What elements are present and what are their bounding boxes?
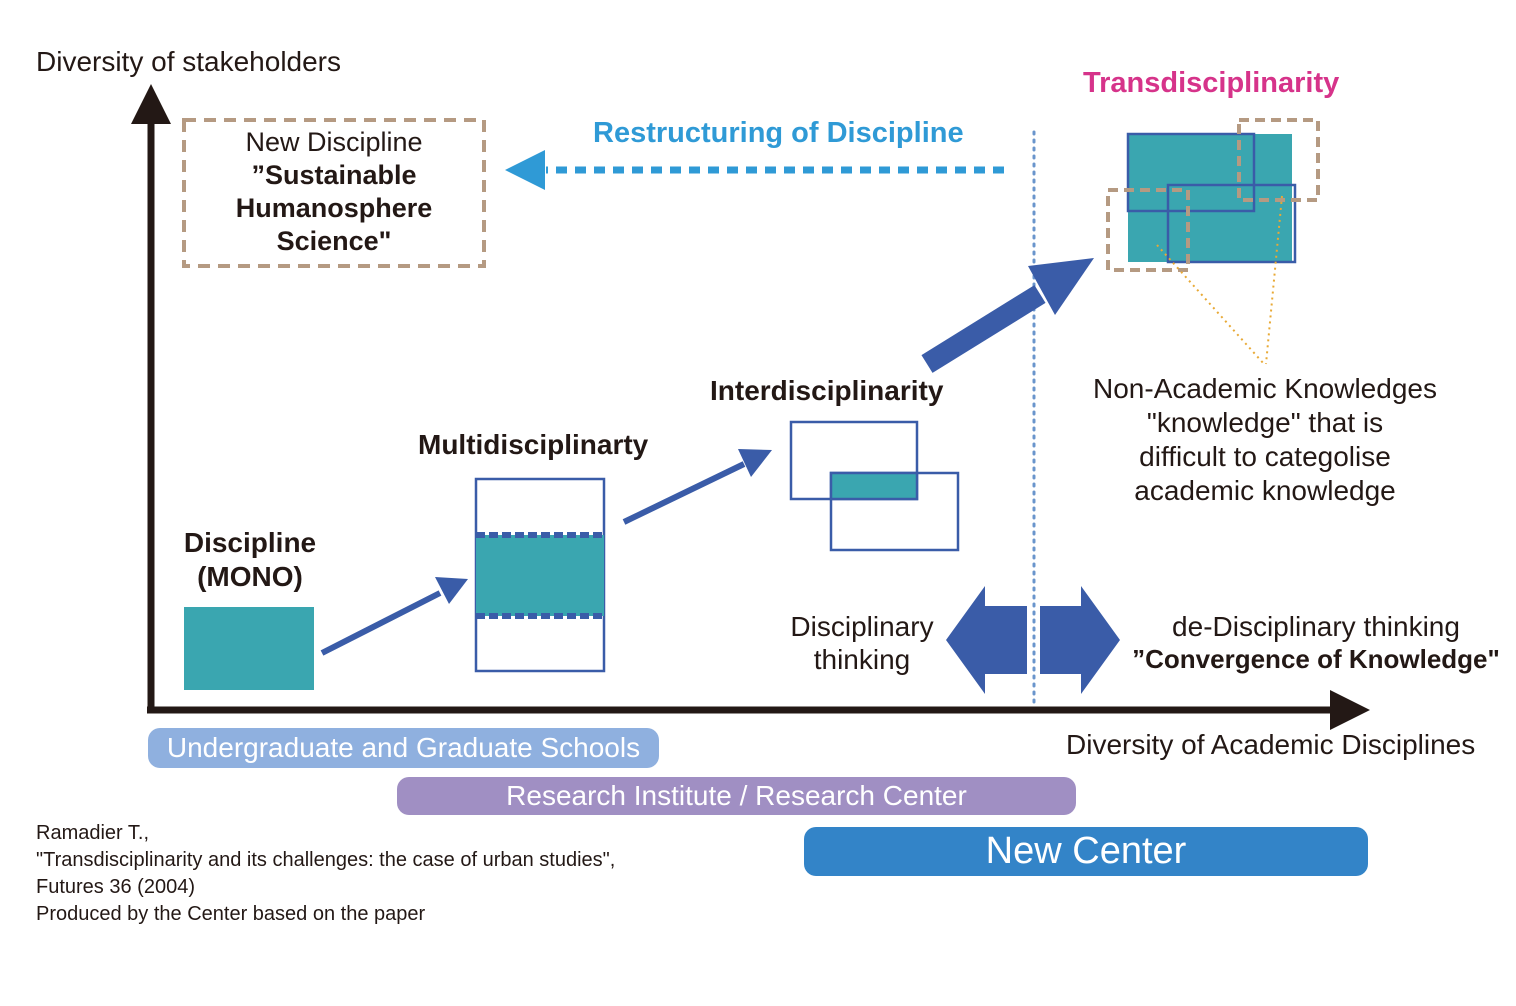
source-line1: Ramadier T., [36,822,150,844]
y-axis-label: Diversity of stakeholders [36,46,342,77]
non-academic-line2: "knowledge" that is [1146,407,1384,438]
restructuring-arrowhead [505,150,545,190]
source-citation: Ramadier T., "Transdisciplinarity and it… [36,820,615,928]
inter-overlap-frame [829,471,919,501]
arrow-inter-to-trans [921,285,1046,373]
non-academic-line1: Non-Academic Knowledges [1093,373,1437,404]
de-disciplinary-line2: ”Convergence of Knowledge" [1132,644,1500,674]
new-discipline-box [182,118,486,268]
arrow-mono-to-multi [320,590,442,656]
de-disciplinary-line1: de-Disciplinary thinking [1172,611,1460,642]
source-line4: Produced by the Center based on the pape… [36,903,426,925]
new-center-bar: New Center [804,827,1368,876]
mono-block [184,607,314,690]
arrow-inter-to-trans-head [1028,258,1094,315]
trans-box-1 [1126,132,1256,213]
pointer-line-left [1156,244,1265,365]
discipline-label-line1: Discipline [183,527,317,558]
new-discipline-line1: New Discipline [245,127,423,157]
institute-bar: Research Institute / Research Center [397,777,1076,815]
arrow-multi-to-inter [622,461,746,525]
trans-dashed-box-top [1237,118,1320,202]
y-axis-arrowhead [131,84,171,124]
trans-dashed-box-left [1106,188,1190,272]
source-line2: "Transdisciplinarity and its challenges:… [36,849,616,871]
disciplinary-thinking-line2: thinking [813,644,911,675]
non-academic-text: Non-Academic Knowledges "knowledge" that… [1060,372,1470,508]
disciplinary-thinking-line1: Disciplinary [790,611,934,642]
source-line3: Futures 36 (2004) [36,876,195,898]
disciplinary-thinking-label: Disciplinary thinking [782,610,942,676]
trans-box-2 [1166,183,1297,264]
x-axis-arrowhead [1330,690,1370,730]
restructuring-label: Restructuring of Discipline [593,117,964,149]
new-discipline-line2: ”Sustainable [251,160,417,190]
x-axis-label: Diversity of Academic Disciplines [1066,729,1476,760]
multi-core [476,535,604,616]
non-academic-line3: difficult to categolise [1139,441,1391,472]
new-discipline-line4: Science" [276,226,392,256]
trans-label: Transdisciplinarity [1083,67,1340,99]
new-discipline-line3: Humanosphere [235,193,433,223]
inter-label: Interdisciplinarity [710,375,944,406]
non-academic-line4: academic knowledge [1134,475,1396,506]
de-disciplinary-label: de-Disciplinary thinking ”Convergence of… [1118,610,1514,676]
pointer-line-right [1265,195,1283,365]
new-discipline-text: New Discipline ”Sustainable Humanosphere… [184,126,484,258]
discipline-label: Discipline (MONO) [164,526,336,594]
arrow-multi-to-inter-head [738,449,772,477]
thinking-arrow-right [1040,586,1120,694]
thinking-arrow-left [946,586,1027,694]
inter-overlap [832,474,916,498]
schools-bar: Undergraduate and Graduate Schools [148,728,659,768]
arrow-mono-to-multi-head [435,577,468,604]
multi-label: Multidisciplinarty [418,429,649,460]
discipline-label-line2: (MONO) [197,561,303,592]
